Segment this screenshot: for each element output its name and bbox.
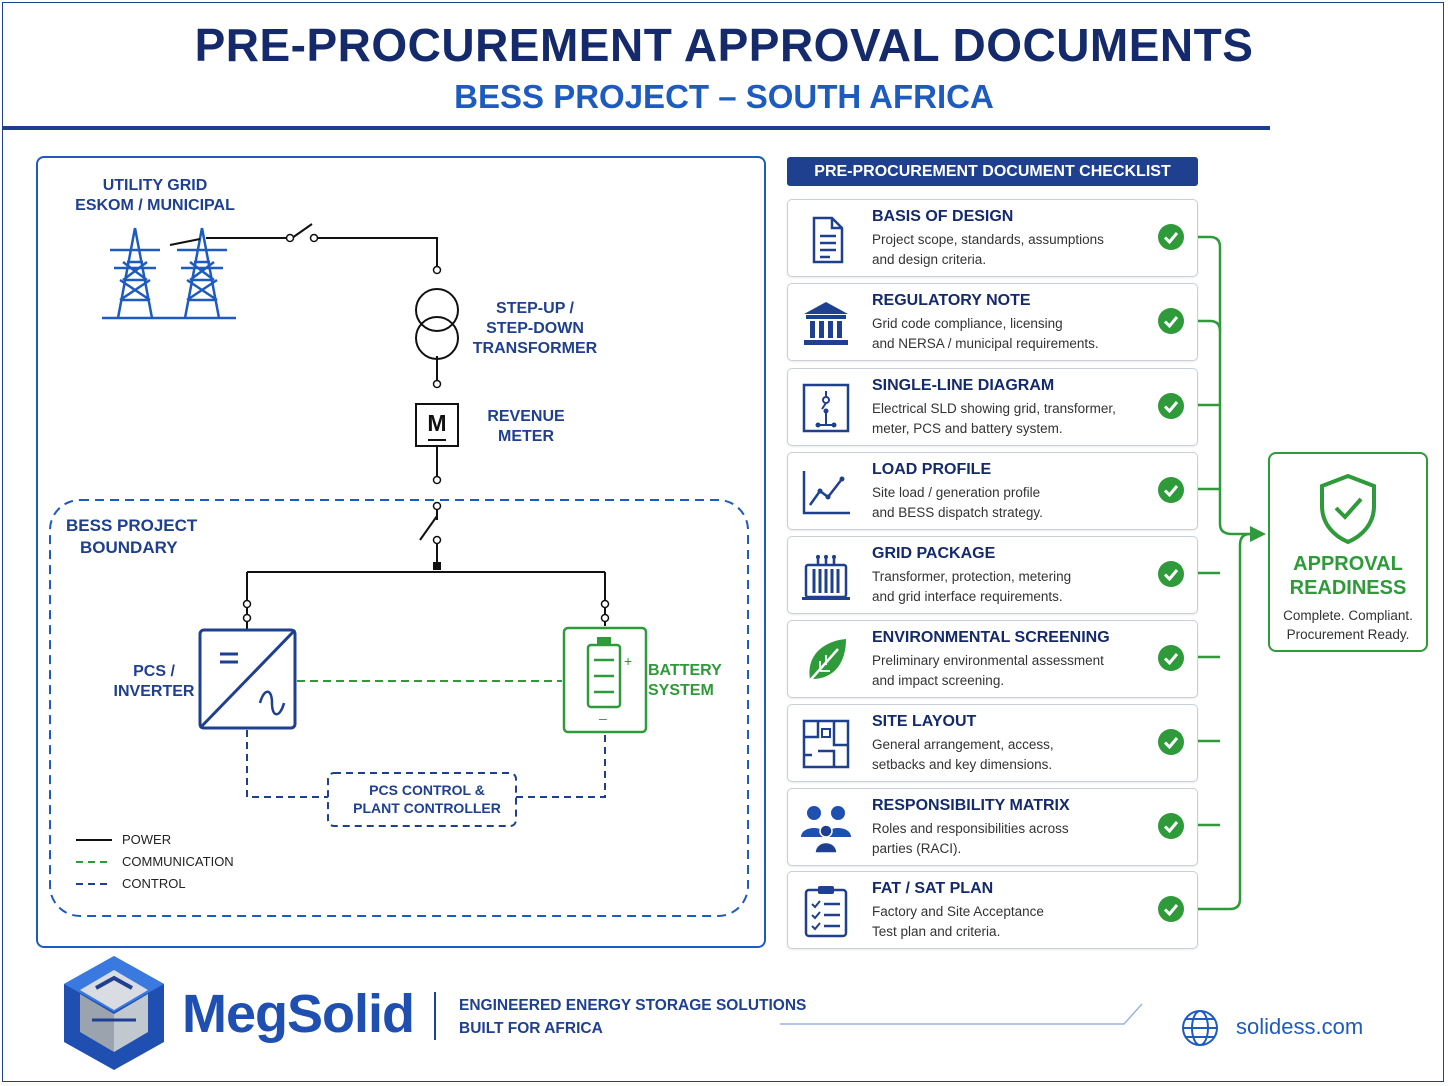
checklist-item-basis-of-design: BASIS OF DESIGN Project scope, standards… xyxy=(787,199,1198,277)
brand-name: MegSolid xyxy=(182,984,415,1044)
checklist-item-responsibility-matrix: RESPONSIBILITY MATRIX Roles and responsi… xyxy=(787,788,1198,866)
item-title: RESPONSIBILITY MATRIX xyxy=(872,797,1070,814)
check-icon xyxy=(1158,477,1184,503)
transformer-icon xyxy=(802,555,850,600)
item-title: FAT / SAT PLAN xyxy=(872,880,994,897)
tagline-line1: ENGINEERED ENERGY STORAGE SOLUTIONS xyxy=(459,997,807,1014)
legend-communication: COMMUNICATION xyxy=(122,854,234,869)
approval-description: Complete. Compliant.Procurement Ready. xyxy=(1283,608,1413,642)
svg-text:+: + xyxy=(624,653,632,669)
item-title: ENVIRONMENTAL SCREENING xyxy=(872,629,1110,646)
footer-divider xyxy=(434,992,436,1040)
megsolid-logo-icon xyxy=(64,956,164,1070)
header-divider xyxy=(2,126,1270,130)
plant-controller-label: PCS CONTROL & PLANT CONTROLLER xyxy=(353,782,501,816)
svg-text:–: – xyxy=(599,710,607,726)
site-layout-icon xyxy=(802,719,850,769)
footer-accent-line xyxy=(780,1003,1143,1025)
item-title: BASIS OF DESIGN xyxy=(872,208,1014,225)
meter-symbol-letter: M xyxy=(427,410,447,436)
checklist-item-load-profile: LOAD PROFILE Site load / generation prof… xyxy=(787,452,1198,530)
checklist-item-single-line-diagram: SINGLE-LINE DIAGRAM Electrical SLD showi… xyxy=(787,368,1198,446)
transformer-symbol xyxy=(415,288,459,360)
legend-control: CONTROL xyxy=(122,876,186,891)
page-title: PRE-PROCUREMENT APPROVAL DOCUMENTS xyxy=(194,19,1254,71)
utility-grid-label: UTILITY GRID ESKOM / MUNICIPAL xyxy=(75,177,235,214)
checklist-item-environmental-screening: ENVIRONMENTAL SCREENING Preliminary envi… xyxy=(787,620,1198,698)
control-link xyxy=(246,730,606,827)
check-icon xyxy=(1158,896,1184,922)
single-line-diagram: + – xyxy=(49,223,749,917)
transformer-label: STEP-UP / STEP-DOWN TRANSFORMER xyxy=(472,300,598,357)
item-title: SINGLE-LINE DIAGRAM xyxy=(872,377,1055,394)
document-icon xyxy=(812,216,844,264)
single-line-diagram-icon xyxy=(802,383,850,433)
tagline-line2: BUILT FOR AFRICA xyxy=(459,1020,603,1037)
people-icon xyxy=(801,806,851,854)
checklist-item-fat-sat-plan: FAT / SAT PLAN Factory and Site Acceptan… xyxy=(787,871,1198,949)
website-link[interactable]: solidess.com xyxy=(1236,1014,1364,1039)
item-title: GRID PACKAGE xyxy=(872,545,996,562)
checklist-item-site-layout: SITE LAYOUT General arrangement, access,… xyxy=(787,704,1198,782)
legend-power: POWER xyxy=(122,832,172,847)
checklist-item-regulatory-note: REGULATORY NOTE Grid code compliance, li… xyxy=(787,283,1198,361)
pcs-inverter-label: PCS / INVERTER xyxy=(113,663,195,700)
item-description: Electrical SLD showing grid, transformer… xyxy=(872,401,1116,436)
item-title: SITE LAYOUT xyxy=(872,713,977,730)
transmission-tower-icon xyxy=(102,227,236,320)
clipboard-checklist-icon xyxy=(804,886,848,938)
battery-system-label: BATTERY SYSTEM xyxy=(648,662,722,699)
checklist-heading: PRE-PROCUREMENT DOCUMENT CHECKLIST xyxy=(787,157,1198,186)
shield-check-icon xyxy=(1320,473,1376,544)
government-building-icon xyxy=(804,302,848,345)
item-description: General arrangement, access,setbacks and… xyxy=(872,737,1054,772)
battery-symbol: + – xyxy=(562,626,648,734)
check-icon xyxy=(1158,813,1184,839)
line-chart-icon xyxy=(802,471,850,515)
check-icon xyxy=(1158,393,1184,419)
check-icon xyxy=(1158,645,1184,671)
checklist-item-grid-package: GRID PACKAGE Transformer, protection, me… xyxy=(787,536,1198,614)
globe-icon xyxy=(1182,1010,1218,1046)
item-title: LOAD PROFILE xyxy=(872,461,992,478)
legend xyxy=(76,839,112,885)
check-icon xyxy=(1158,729,1184,755)
check-icon xyxy=(1158,308,1184,334)
item-title: REGULATORY NOTE xyxy=(872,292,1031,309)
single-line-diagram-panel xyxy=(36,156,766,948)
inverter-symbol xyxy=(198,628,297,730)
check-icon xyxy=(1158,561,1184,587)
page-subtitle: BESS PROJECT – SOUTH AFRICA xyxy=(454,78,994,115)
check-icon xyxy=(1158,224,1184,250)
leaf-icon xyxy=(805,639,846,686)
bess-boundary-label: BESS PROJECT BOUNDARY xyxy=(66,516,198,557)
bess-boundary xyxy=(49,499,749,917)
revenue-meter-label: REVENUE METER xyxy=(487,408,565,445)
